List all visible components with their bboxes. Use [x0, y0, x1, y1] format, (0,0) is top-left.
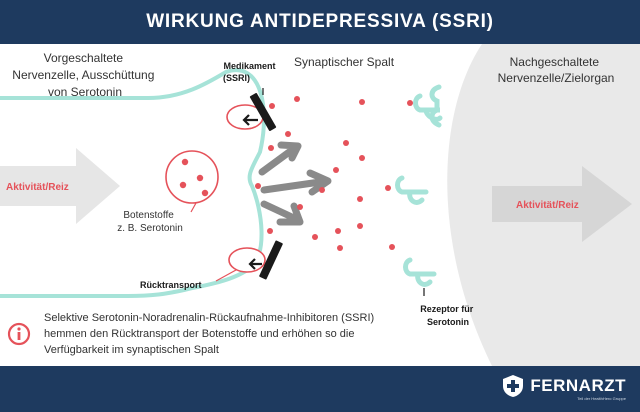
page-title: WIRKUNG ANTIDEPRESSIVA (SSRI)	[146, 11, 494, 32]
synaptic-gap-label: Synaptischer Spalt	[294, 55, 395, 69]
serotonin-dot	[335, 228, 341, 234]
info-text: Selektive Serotonin-Noradrenalin-Rückauf…	[44, 312, 377, 356]
post-neuron-label: Nachgeschaltete Nervenzelle/Zielorgan	[498, 55, 615, 85]
diagram: Aktivität/Reiz Aktivität/Reiz	[0, 44, 640, 366]
serotonin-dot	[181, 158, 189, 166]
serotonin-dot	[359, 155, 365, 161]
serotonin-dot	[357, 223, 363, 229]
serotonin-dot	[268, 145, 274, 151]
serotonin-dot	[389, 244, 395, 250]
serotonin-dot	[407, 100, 413, 106]
receptor	[415, 271, 433, 287]
reuptake-label-leader	[215, 269, 237, 282]
arrow-block-lower-icon	[248, 258, 262, 270]
medication-label: Medikament (SSRI)	[223, 61, 278, 83]
activity-arrow-right	[492, 166, 632, 242]
receptor	[423, 107, 443, 122]
reuptake-label: Rücktransport	[140, 280, 202, 290]
shield-cross-icon	[503, 375, 524, 397]
serotonin-dot	[294, 96, 300, 102]
vesicle-label: Botenstoffe z. B. Serotonin	[117, 210, 183, 234]
serotonin-dot	[196, 174, 204, 182]
serotonin-dot	[201, 189, 209, 197]
vesicle	[165, 150, 219, 204]
serotonin-dot	[343, 140, 349, 146]
serotonin-dot	[269, 103, 275, 109]
receptor	[403, 257, 437, 277]
brand-logo[interactable]: FERNARZT Teil der HealthHero Gruppe	[502, 374, 626, 401]
ssri-blocker-upper	[249, 93, 277, 131]
brand-name: FERNARZT	[530, 376, 626, 395]
serotonin-dot	[267, 228, 273, 234]
info-icon	[7, 322, 31, 346]
footer-bar: FERNARZT Teil der HealthHero Gruppe	[0, 366, 640, 412]
serotonin-dot	[337, 245, 343, 251]
serotonin-dot	[385, 185, 391, 191]
receptor	[413, 93, 429, 113]
serotonin-dot	[359, 99, 365, 105]
pre-neuron-body	[0, 68, 266, 298]
serotonin-dot	[312, 234, 318, 240]
serotonin-dot	[319, 187, 325, 193]
serotonin-dot	[333, 167, 339, 173]
brand-tagline: Teil der HealthHero Gruppe	[577, 396, 626, 401]
activity-label-right: Aktivität/Reiz	[516, 200, 579, 211]
serotonin-dot	[297, 204, 303, 210]
activity-label-left: Aktivität/Reiz	[6, 182, 69, 193]
pre-neuron-label: Vorgeschaltete Nervenzelle, Ausschüttung…	[12, 51, 157, 99]
receptor	[407, 189, 425, 205]
activity-arrow-left	[0, 148, 120, 224]
serotonin-dot	[357, 196, 363, 202]
transporter-lower	[228, 247, 266, 273]
release-arrow-icon	[260, 169, 332, 196]
vesicle-label-leader	[190, 202, 197, 213]
serotonin-dot	[285, 131, 291, 137]
release-arrow-icon	[258, 141, 302, 176]
header-bar: WIRKUNG ANTIDEPRESSIVA (SSRI)	[0, 0, 640, 44]
serotonin-dot	[255, 183, 261, 189]
ssri-blocker-lower	[259, 240, 283, 280]
arrow-block-upper-icon	[242, 114, 258, 126]
release-arrow-icon	[260, 200, 304, 226]
serotonin-dot	[179, 181, 187, 189]
receptor	[395, 175, 429, 195]
receptor-label: Rezeptor für Serotonin	[420, 304, 476, 327]
